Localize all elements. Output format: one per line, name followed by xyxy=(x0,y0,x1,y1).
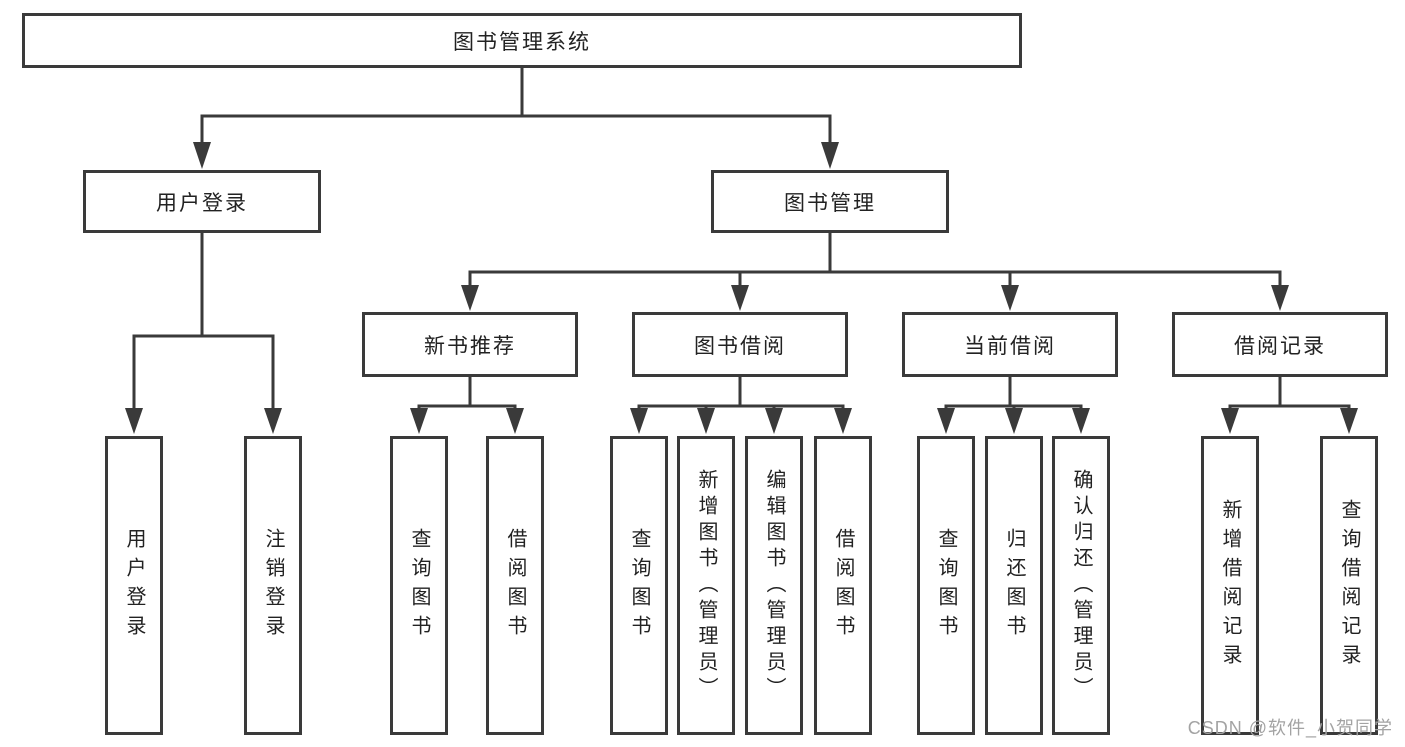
node-user-login: 用户登录 xyxy=(83,170,321,233)
leaf-label: 查询图书 xyxy=(628,527,650,644)
connector-borrow-records-to-leaves xyxy=(1221,377,1358,434)
node-leaf-borrow-books-1: 借阅图书 xyxy=(486,436,544,735)
leaf-label: 确认归还（管理员） xyxy=(1070,468,1092,703)
node-leaf-query-books-1: 查询图书 xyxy=(390,436,448,735)
leaf-label: 注销登录 xyxy=(262,527,284,644)
leaf-label: 查询借阅记录 xyxy=(1338,498,1360,673)
node-current-borrow: 当前借阅 xyxy=(902,312,1118,377)
node-leaf-add-books-admin: 新增图书（管理员） xyxy=(677,436,735,735)
node-leaf-query-books-2: 查询图书 xyxy=(610,436,668,735)
leaf-label: 编辑图书（管理员） xyxy=(763,468,785,703)
node-leaf-edit-books-admin: 编辑图书（管理员） xyxy=(745,436,803,735)
node-leaf-confirm-return-admin: 确认归还（管理员） xyxy=(1052,436,1110,735)
node-book-management: 图书管理 xyxy=(711,170,949,233)
node-leaf-add-borrow-record: 新增借阅记录 xyxy=(1201,436,1259,735)
node-book-borrow: 图书借阅 xyxy=(632,312,848,377)
leaf-label: 借阅图书 xyxy=(832,527,854,644)
leaf-label: 归还图书 xyxy=(1003,527,1025,644)
leaf-label: 新增借阅记录 xyxy=(1219,498,1241,673)
node-leaf-user-login: 用户登录 xyxy=(105,436,163,735)
node-root: 图书管理系统 xyxy=(22,13,1022,68)
connector-root-to-level2 xyxy=(193,68,839,169)
csdn-watermark: CSDN @软件_小贺同学 xyxy=(1187,718,1393,738)
node-leaf-query-books-3: 查询图书 xyxy=(917,436,975,735)
connector-book-borrow-to-leaves xyxy=(630,377,852,434)
leaf-label: 借阅图书 xyxy=(504,527,526,644)
node-leaf-borrow-books-2: 借阅图书 xyxy=(814,436,872,735)
connector-user-login-to-leaves xyxy=(125,233,282,434)
node-leaf-query-borrow-record: 查询借阅记录 xyxy=(1320,436,1378,735)
node-new-book-recommend: 新书推荐 xyxy=(362,312,578,377)
node-leaf-return-books: 归还图书 xyxy=(985,436,1043,735)
leaf-label: 查询图书 xyxy=(935,527,957,644)
leaf-label: 查询图书 xyxy=(408,527,430,644)
node-leaf-logout: 注销登录 xyxy=(244,436,302,735)
connector-book-management-to-level3 xyxy=(461,233,1289,311)
node-borrow-records: 借阅记录 xyxy=(1172,312,1388,377)
leaf-label: 新增图书（管理员） xyxy=(695,468,717,703)
leaf-label: 用户登录 xyxy=(123,527,145,644)
connector-current-borrow-to-leaves xyxy=(937,377,1090,434)
connector-new-book-to-leaves xyxy=(410,377,524,434)
